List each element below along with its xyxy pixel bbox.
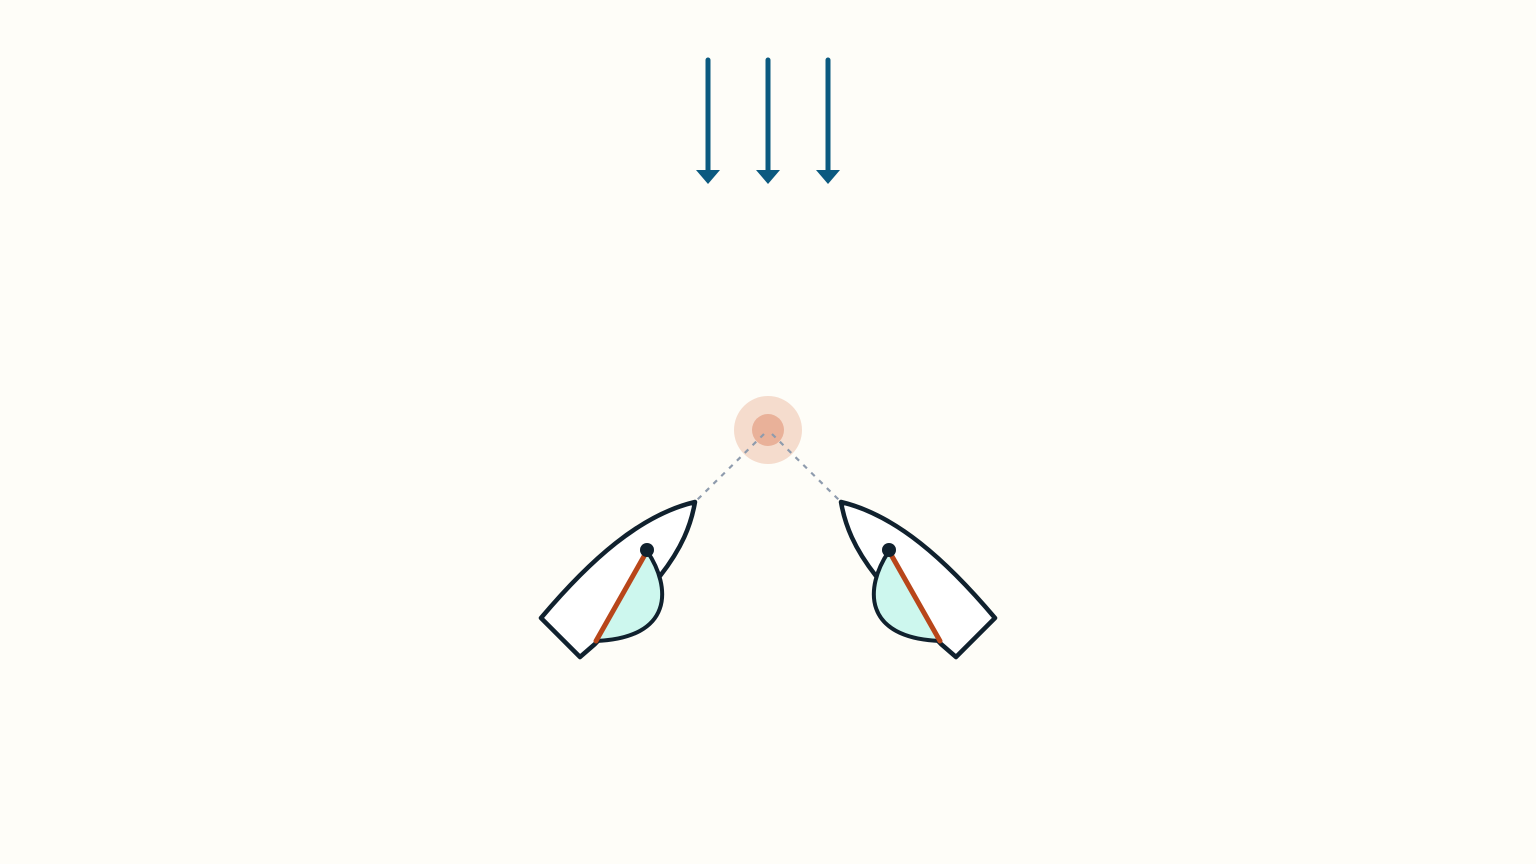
wind-arrow-icon — [816, 57, 840, 184]
boat-sail — [594, 549, 665, 643]
laylines — [696, 433, 840, 501]
layline-right — [771, 433, 840, 501]
starboard-boat — [838, 499, 998, 660]
port-boat — [538, 499, 698, 660]
layline-left — [696, 433, 765, 501]
boat-mast — [640, 543, 654, 557]
boat-boom — [593, 548, 650, 644]
boat-boom — [886, 548, 943, 644]
wind-arrows — [696, 57, 840, 184]
mark-buoy — [752, 414, 784, 446]
wind-arrow-icon — [756, 57, 780, 184]
boat-sail — [871, 549, 942, 643]
boat-hull — [538, 499, 698, 660]
wind-arrow-icon — [696, 57, 720, 184]
boat-hull — [838, 499, 998, 660]
windward-mark-icon — [734, 396, 802, 464]
boat-mast — [882, 543, 896, 557]
